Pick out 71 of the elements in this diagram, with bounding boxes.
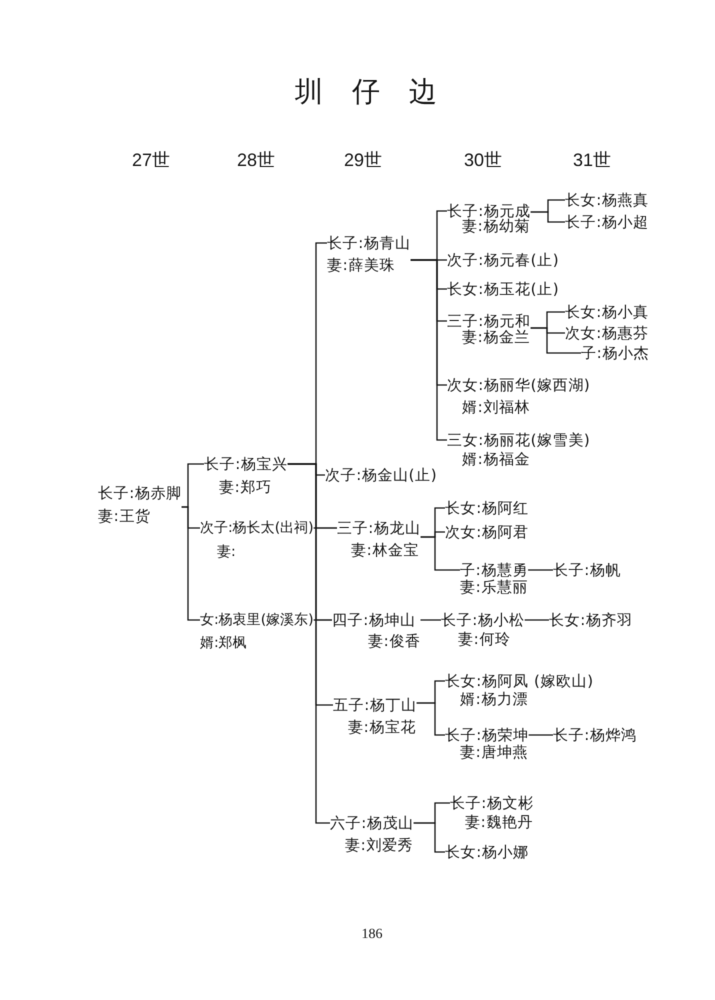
- connector-line: [314, 619, 332, 621]
- connector-line: [528, 569, 553, 571]
- person-name: 子:杨慧勇: [460, 562, 528, 578]
- spouse-name: 妻:杨宝花: [347, 717, 416, 738]
- person-name: 三子:杨元和: [447, 313, 531, 329]
- person-name: 长子:杨赤脚: [98, 482, 182, 504]
- generation-label: 30世: [464, 149, 502, 172]
- person-name: 次子:杨金山(止): [325, 465, 438, 485]
- person-name: 长子:杨小松: [441, 610, 525, 630]
- person-name: 长女:杨燕真: [565, 190, 649, 210]
- page-number: 186: [362, 927, 382, 943]
- person-name: 长女:杨玉花(止): [447, 279, 560, 299]
- spouse-name: 妻:唐坤燕: [459, 744, 528, 760]
- person-name: 长子:杨烨鸿: [553, 725, 637, 745]
- spouse-name: 婿:杨福金: [461, 450, 530, 468]
- spouse-name: 妻:杨幼菊: [462, 218, 530, 234]
- connector-line: [416, 702, 445, 736]
- person-name: 长女:杨齐羽: [549, 610, 633, 630]
- connector-line: [530, 327, 581, 354]
- connector-line: [288, 463, 330, 824]
- connector-line: [530, 211, 565, 223]
- person-name: 长女:杨小娜: [445, 842, 529, 862]
- connector-line: [528, 734, 553, 736]
- person-name: 六子:杨茂山: [330, 813, 414, 834]
- connector-line: [414, 822, 445, 853]
- person-name: 五子:杨丁山: [333, 695, 417, 716]
- connector-line: [314, 527, 337, 529]
- person-name: 长子:杨元成: [447, 204, 531, 218]
- person-name: 长女:杨阿红: [445, 498, 529, 518]
- connector-line: [420, 536, 460, 571]
- spouse-name: 妻:: [216, 543, 236, 562]
- person-name: 长子:杨小超: [565, 212, 649, 232]
- person-name: 次女:杨惠芬: [565, 323, 649, 343]
- spouse-name: 妻:薛美珠: [327, 255, 396, 276]
- person-name: 长子:杨青山: [327, 233, 411, 254]
- person-name: 长子:杨文彬: [450, 794, 534, 812]
- person-name: 次女:杨丽华(嫁西湖): [447, 375, 590, 396]
- spouse-name: 妻:乐慧丽: [460, 578, 528, 596]
- person-name: 三女:杨丽花(嫁雪美): [447, 430, 590, 450]
- spouse-name: 婿:刘福林: [461, 397, 530, 418]
- person-name: 长子:杨荣坤: [445, 726, 529, 744]
- person-name: 长子:杨帆: [553, 560, 622, 580]
- person-name: 次子:杨元春(止): [447, 250, 560, 270]
- person-name: 子:杨小杰: [581, 343, 650, 363]
- person-name: 次子:杨长太(出祠): [200, 519, 314, 538]
- connector-line: [410, 259, 447, 441]
- person-name: 三子:杨龙山: [337, 518, 421, 539]
- connector-line: [524, 619, 549, 621]
- generation-label: 29世: [344, 149, 382, 172]
- spouse-name: 婿:杨力漂: [459, 690, 528, 708]
- person-name: 长子:杨宝兴: [204, 454, 288, 474]
- person-name: 长女:杨小真: [565, 302, 649, 322]
- spouse-name: 妻:林金宝: [350, 540, 420, 561]
- generation-label: 31世: [572, 149, 612, 172]
- spouse-name: 妻:杨金兰: [461, 329, 530, 345]
- spouse-name: 妻:魏艳丹: [464, 812, 534, 832]
- person-name: 长女:杨阿凤 (嫁欧山): [445, 672, 594, 690]
- spouse-name: 婿:郑枫: [200, 634, 247, 652]
- person-name: 女:杨衷里(嫁溪东): [200, 610, 314, 630]
- person-name: 次女:杨阿君: [445, 522, 529, 542]
- connector-line: [182, 506, 200, 621]
- spouse-name: 妻:何玲: [457, 630, 510, 648]
- connector-line: [420, 619, 441, 621]
- person-name: 四子:杨坤山: [332, 610, 416, 630]
- page-title: 圳 仔 边: [295, 75, 437, 109]
- generation-label: 28世: [236, 149, 276, 172]
- generation-label: 27世: [132, 149, 170, 172]
- spouse-name: 妻:郑巧: [218, 476, 272, 498]
- spouse-name: 妻:俊香: [367, 630, 420, 652]
- spouse-name: 妻:刘爱秀: [344, 835, 414, 856]
- spouse-name: 妻:王货: [98, 506, 150, 526]
